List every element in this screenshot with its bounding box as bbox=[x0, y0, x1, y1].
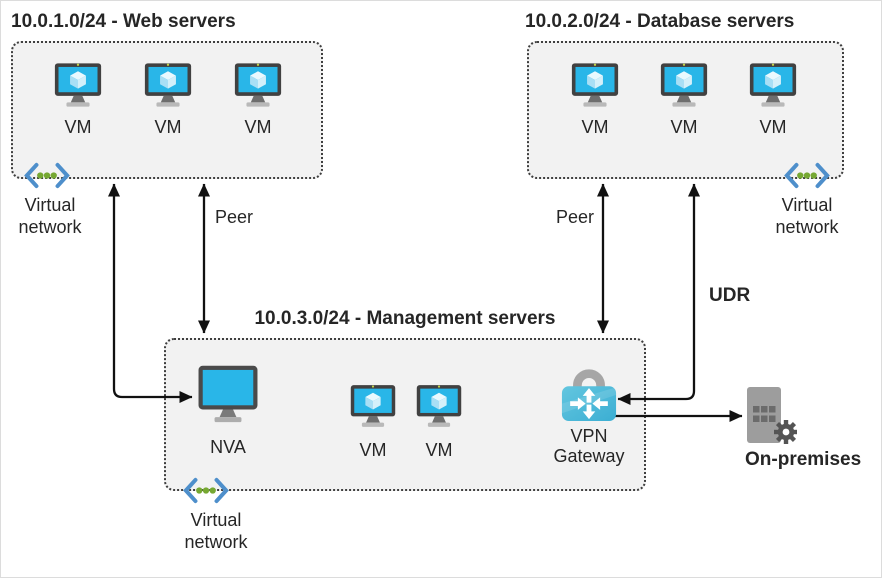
web-mgmt-peer-label: Peer bbox=[215, 207, 254, 227]
vm-label: VM bbox=[670, 117, 698, 137]
database-vnet-label: Virtual network bbox=[775, 195, 839, 237]
nva-node: NVA bbox=[194, 364, 262, 458]
vm-label: VM bbox=[244, 117, 272, 137]
vpn-gateway-node: VPN Gateway bbox=[553, 363, 625, 466]
vm-icon bbox=[747, 61, 799, 109]
database-vm-1: VM bbox=[565, 61, 625, 138]
vm-label: VM bbox=[359, 440, 387, 460]
vm-label: VM bbox=[581, 117, 609, 137]
database-vm-2: VM bbox=[654, 61, 714, 138]
web-vm-3: VM bbox=[228, 61, 288, 138]
vm-icon bbox=[348, 383, 398, 429]
vm-label: VM bbox=[154, 117, 182, 137]
web-vm-1: VM bbox=[48, 61, 108, 138]
vpn-gateway-lock-icon bbox=[560, 363, 618, 423]
vm-icon bbox=[232, 61, 284, 109]
nva-monitor-icon bbox=[196, 364, 260, 423]
virtual-network-icon bbox=[783, 162, 831, 189]
web-subnet-title: 10.0.1.0/24 - Web servers bbox=[11, 11, 236, 32]
vm-icon bbox=[569, 61, 621, 109]
database-vm-3: VM bbox=[743, 61, 803, 138]
nva-label: NVA bbox=[210, 437, 246, 457]
web-vnet-label: Virtual network bbox=[18, 195, 82, 237]
management-vm-2: VM bbox=[409, 383, 469, 461]
database-subnet-title: 10.0.2.0/24 - Database servers bbox=[525, 11, 795, 32]
virtual-network-icon bbox=[23, 162, 71, 189]
management-subnet-title: 10.0.3.0/24 - Management servers bbox=[254, 308, 556, 329]
db-mgmt-peer-label: Peer bbox=[555, 207, 594, 227]
web-vm-2: VM bbox=[138, 61, 198, 138]
vm-label: VM bbox=[64, 117, 92, 137]
on-premises-label: On-premises bbox=[745, 449, 862, 470]
vm-icon bbox=[52, 61, 104, 109]
on-premises-node: On-premises bbox=[745, 385, 881, 470]
vm-icon bbox=[658, 61, 710, 109]
vm-label: VM bbox=[759, 117, 787, 137]
vpn-gateway-label: VPN Gateway bbox=[553, 426, 625, 466]
vm-label: VM bbox=[425, 440, 453, 460]
management-vnet-label: Virtual network bbox=[184, 510, 248, 552]
virtual-network-icon bbox=[182, 477, 230, 504]
udr-label: UDR bbox=[709, 285, 751, 306]
management-vm-1: VM bbox=[343, 383, 403, 461]
on-premises-building-icon bbox=[745, 385, 797, 447]
vm-icon bbox=[142, 61, 194, 109]
vm-icon bbox=[414, 383, 464, 429]
